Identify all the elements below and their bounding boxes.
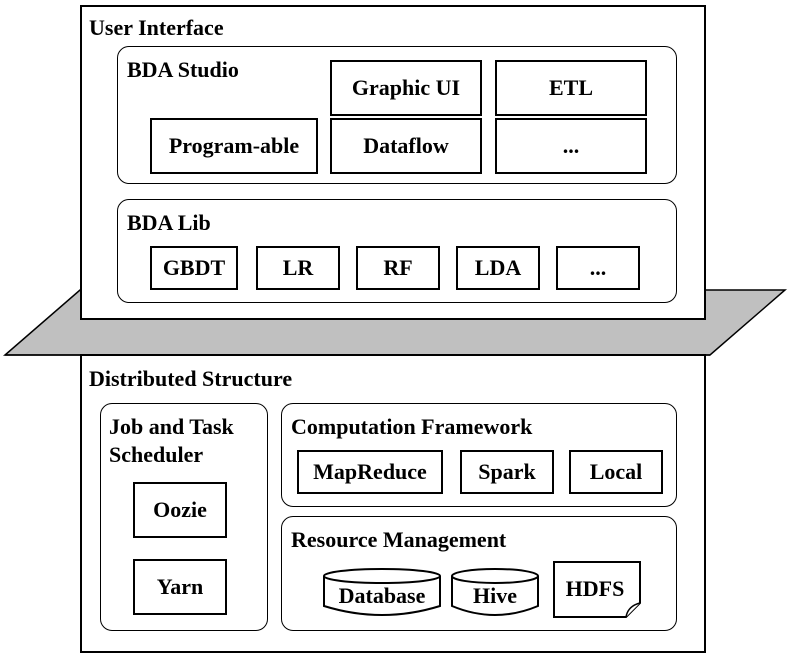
scheduler-item-oozie: Oozie	[133, 482, 227, 538]
scheduler-title-line2: Scheduler	[109, 442, 204, 467]
resource-title: Resource Management	[291, 527, 507, 552]
distributed-structure-title: Distributed Structure	[89, 366, 293, 391]
bda-studio-title: BDA Studio	[127, 57, 239, 82]
lib-item-rf: RF	[356, 246, 440, 290]
hdfs-label: HDFS	[565, 576, 625, 601]
user-interface-title: User Interface	[89, 15, 224, 40]
studio-item-program-able: Program-able	[150, 118, 318, 174]
lib-item-gbdt: GBDT	[150, 246, 238, 290]
scheduler-title-line1: Job and Task	[109, 414, 234, 439]
framework-item-spark: Spark	[460, 450, 554, 494]
computation-title: Computation Framework	[291, 414, 533, 439]
framework-item-mapreduce: MapReduce	[297, 450, 443, 494]
scheduler-item-yarn: Yarn	[133, 559, 227, 615]
lib-item-lda: LDA	[456, 246, 540, 290]
studio-item-more: ...	[495, 118, 647, 174]
database-label: Database	[338, 583, 426, 608]
studio-item-dataflow: Dataflow	[330, 118, 482, 174]
bda-lib-title: BDA Lib	[127, 210, 211, 235]
hive-label: Hive	[473, 583, 517, 608]
studio-item-graphic-ui: Graphic UI	[330, 60, 482, 116]
lib-item-more: ...	[556, 246, 640, 290]
lib-item-lr: LR	[256, 246, 340, 290]
studio-item-etl: ETL	[495, 60, 647, 116]
framework-item-local: Local	[569, 450, 663, 494]
